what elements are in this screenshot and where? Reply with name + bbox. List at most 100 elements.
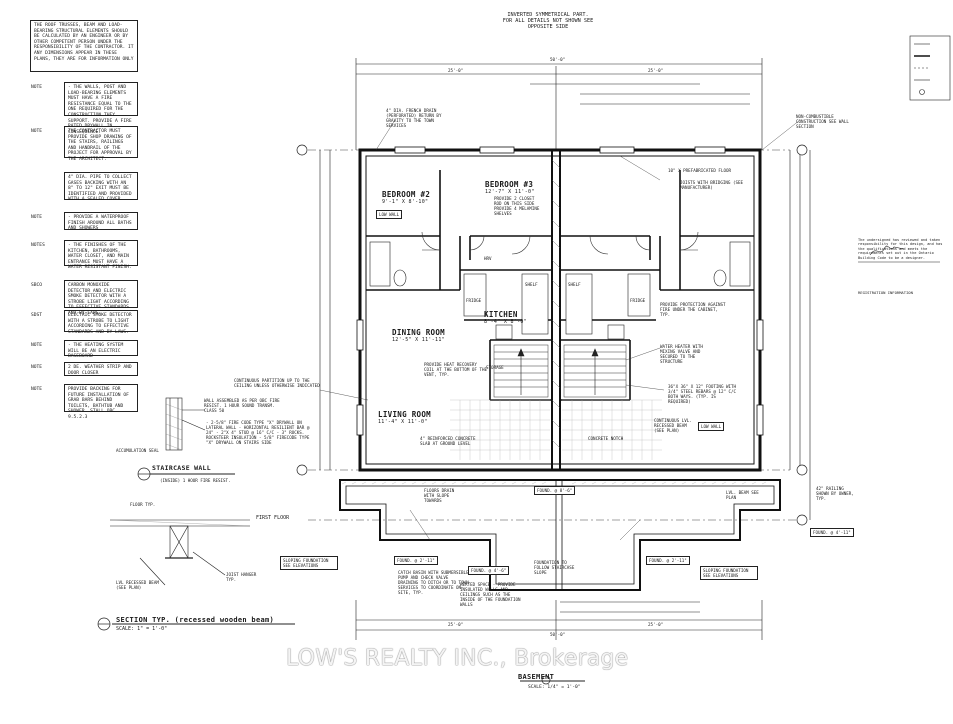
shelf-right: SHELF <box>568 282 581 287</box>
note-walls-fire: NOTE - THE WALLS, POST AND LOAD-BEARING … <box>31 82 138 135</box>
dim-total-bottom: 50'-0" <box>550 632 566 637</box>
note-finishes: NOTES - THE FINISHES OF THE KITCHEN, BAT… <box>31 240 138 270</box>
joist-hanger-label: JOIST HANGER TYP. <box>226 572 257 582</box>
callout-lvl-beam: LVL. BEAM SEE PLAN <box>726 490 759 500</box>
callout-prefab-floor: 10" X PREFABRICATED FLOOR <box>668 168 732 173</box>
callout-french-drain: 4" DIA. FRENCH DRAIN (PERFORATED) RETURN… <box>386 108 442 128</box>
room-name: DINING ROOM <box>392 328 445 337</box>
note-label: NOTE <box>31 343 43 348</box>
first-floor-label: FIRST FLOOR <box>256 515 290 521</box>
note-text: PROVIDE BACKING FOR FUTURE INSTALLATION … <box>68 387 129 420</box>
room-kitchen: KITCHEN 8'-4" X 8'-0" <box>484 310 527 325</box>
note-text: 2 DE. WEATHER STRIP AND DOOR CLOSER <box>68 365 132 376</box>
callout-wall-assembly: WALL ASSEMBLED AS PER OBC FIRE RESIST. 1… <box>204 398 280 413</box>
foundation-stipple <box>341 481 767 485</box>
footing-label-d: FOUND. @ 4'-11" <box>810 528 854 537</box>
room-size: 9'-1" X 8'-10" <box>382 199 429 205</box>
wall-section-detail <box>165 397 206 451</box>
callout-footing: 36"X 36" X 12" FOOTING WITH 3/4" STEEL R… <box>668 384 737 404</box>
note-label: NOTES <box>31 243 45 248</box>
fridge-left: FRIDGE <box>466 298 482 303</box>
note-gas-pipe: 4" DIA. PIPE TO COLLECT GASES BACKING WI… <box>64 172 138 202</box>
basement-title: BASEMENT <box>518 673 555 681</box>
section-title: SECTION TYP. (recessed wooden beam) <box>116 616 275 624</box>
note-text: - PROVIDE A WATERPROOF FINISH AROUND ALL… <box>68 215 132 232</box>
note-roof-trusses: THE ROOF TRUSSES, BEAM AND LOAD-BEARING … <box>30 20 138 72</box>
callout-heated-space: HEATED SPACE - PROVIDE INSULATED WALLS A… <box>460 582 521 607</box>
signature <box>858 245 940 263</box>
callout-sloping-right: SLOPING FOUNDATION SEE ELEVATIONS <box>700 566 758 580</box>
callout-sloping-left: SLOPING FOUNDATION SEE ELEVATIONS <box>280 556 338 570</box>
dim-total: 50'-0" <box>550 57 566 62</box>
room-size: 12'-5" X 11'-11" <box>392 337 445 343</box>
dim-left: 25'-0" <box>448 68 464 73</box>
callout-floor-drain: FLOORS DRAIN WITH SLOPE TOWARDS <box>424 488 455 503</box>
room-name: BEDROOM #2 <box>382 190 431 199</box>
room-living: LIVING ROOM 11'-4" X 11'-0" <box>378 410 431 425</box>
fridge-right: FRIDGE <box>630 298 646 303</box>
note-text: THE CONTRACTOR MUST PROVIDE SHOP DRAWING… <box>68 129 132 162</box>
room-bedroom-3: BEDROOM #3 12'-7" X 11'-0" <box>485 180 535 195</box>
note-label: NOTE <box>31 365 43 370</box>
room-name: BEDROOM #3 <box>485 180 534 189</box>
callout-non-combustible: NON-COMBUSTIBLE CONSTRUCTION SEE WALL SE… <box>796 114 849 129</box>
tile-pattern <box>450 399 662 460</box>
staircase-wall-title: STAIRCASE WALL <box>152 464 211 472</box>
legend-symbols <box>909 35 951 101</box>
note-text: - THE FINISHES OF THE KITCHEN, BATHROOMS… <box>68 243 132 271</box>
hrv-label: HRV <box>484 256 492 261</box>
registration-info: REGISTRATION INFORMATION <box>858 290 913 295</box>
callout-continuous-lvl: CONTINUOUS LVL. RECESSED BEAM (SEE PLAN) <box>654 418 692 433</box>
callout-heat-recovery: PROVIDE HEAT RECOVERY COIL AT THE BOTTOM… <box>424 362 488 377</box>
note-label: NOTE <box>31 129 43 134</box>
note-weather-strip: NOTE 2 DE. WEATHER STRIP AND DOOR CLOSER <box>31 362 138 376</box>
basement-scale: SCALE: 1/4" = 1'-0" <box>528 685 581 690</box>
note-smoke-detector: SDST ELECTRIC SMOKE DETECTOR WITH A STRO… <box>31 310 138 335</box>
note-grab-bars: NOTE PROVIDE BACKING FOR FUTURE INSTALLA… <box>31 384 138 420</box>
shelf-left: SHELF <box>525 282 538 287</box>
callout-concrete-notch: CONCRETE NOTCH <box>588 436 624 441</box>
room-name: LIVING ROOM <box>378 410 431 419</box>
footing-label-c: FOUND. @ 4'-6" <box>468 566 510 575</box>
callout-closet: PROVIDE 2 CLOSET ROD ON THIS SIDE PROVID… <box>494 196 540 216</box>
room-name: KITCHEN <box>484 310 518 319</box>
floor-typ-label: FLOOR TYP. <box>130 502 156 507</box>
side-dimension-lines <box>319 150 811 520</box>
stair-arrows <box>517 348 599 395</box>
note-text: - THE HEATING SYSTEM WILL BE AN ELECTRIC… <box>68 343 124 360</box>
callout-railing: 42" RAILING SHOWN BY OWNER, TYP. <box>816 486 854 501</box>
callout-fire-protection: PROVIDE PROTECTION AGAINST FIRE UNDER TH… <box>660 302 726 317</box>
note-text: ELECTRIC SMOKE DETECTOR WITH A STROBE TO… <box>68 313 132 335</box>
top-dimension-lines <box>355 58 763 150</box>
note-text: CARBON MONOXIDE DETECTOR AND ELECTRIC SM… <box>68 283 129 316</box>
staircase-wall-sub: (INSIDE) 1 HOUR FIRE RESIST. <box>160 478 231 483</box>
room-size: 11'-4" X 11'-0" <box>378 419 428 425</box>
foundation-walls <box>339 479 781 591</box>
callout-reinforced-slab: 4" REINFORCED CONCRETE SLAB AT GROUND LE… <box>420 436 476 446</box>
room-size: 12'-7" X 11'-0" <box>485 189 535 195</box>
note-co-detector: SBCO CARBON MONOXIDE DETECTOR AND ELECTR… <box>31 280 138 316</box>
callout-joists: JOISTS WITH BRIDGING (SEE MANUFACTURER) <box>680 180 744 190</box>
dim-left-bottom: 25'-0" <box>448 622 464 627</box>
note-label: NOTE <box>31 387 43 392</box>
accumulation-seal: ACCUMULATION SEAL <box>116 448 159 453</box>
door-swings <box>421 231 699 255</box>
room-bedroom-2: BEDROOM #2 9'-1" X 8'-10" <box>382 190 430 205</box>
note-label: NOTE <box>31 85 43 90</box>
callout-wall-layers: - 2-5/8" FIRE CODE TYPE "X" DRYWALL ON L… <box>206 420 310 445</box>
watermark: LOW'S REALTY INC., Brokerage <box>286 646 629 671</box>
footing-label-a: FOUND. @ 8'-6" <box>534 486 576 495</box>
note-label: NOTE <box>31 215 43 220</box>
callout-partition: CONTINUOUS PARTITION UP TO THE CEILING U… <box>234 378 320 388</box>
inverted-symmetry-note: INVERTED SYMMETRICAL PART. FOR ALL DETAI… <box>502 12 594 30</box>
note-label: SBCO <box>31 283 43 288</box>
beam-section-detail <box>109 519 251 586</box>
room-storage: STORAGE <box>486 365 504 370</box>
dim-right: 25'-0" <box>648 68 664 73</box>
grid-bubbles <box>296 144 808 526</box>
footing-label-b2: FOUND. @ 2'-11" <box>646 556 690 565</box>
dim-right-bottom: 25'-0" <box>648 622 664 627</box>
windows <box>356 146 764 436</box>
note-heating: NOTE - THE HEATING SYSTEM WILL BE AN ELE… <box>31 340 138 360</box>
